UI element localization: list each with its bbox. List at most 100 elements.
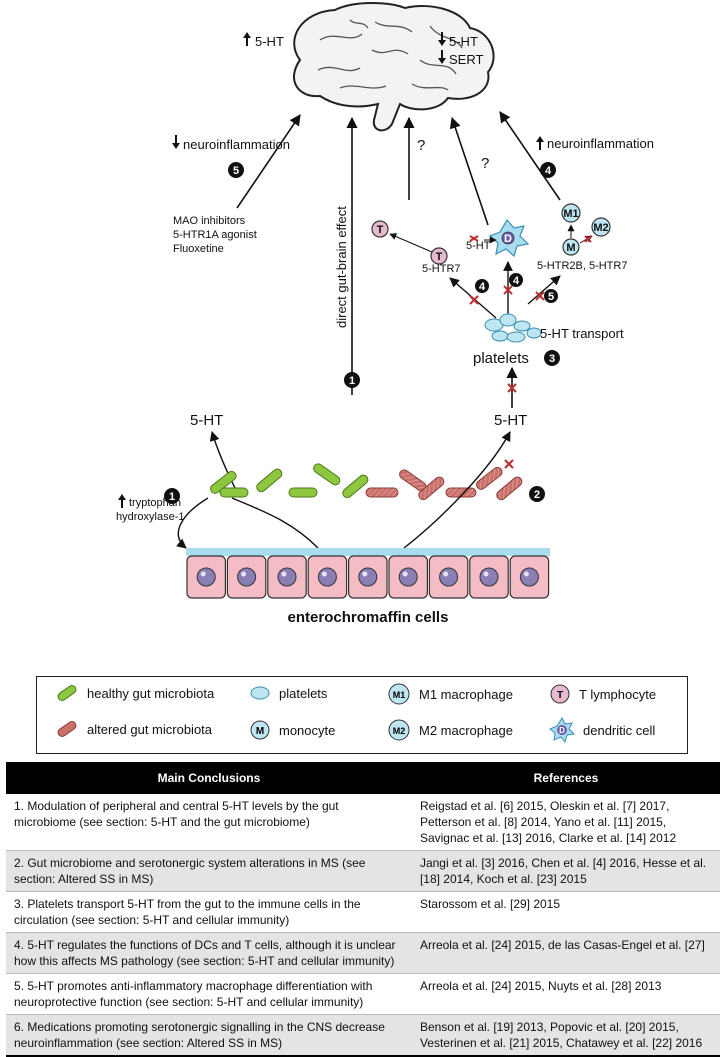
svg-text:M2: M2 bbox=[593, 222, 608, 234]
nucleus-highlight bbox=[362, 571, 368, 577]
svg-text:4: 4 bbox=[513, 275, 520, 287]
direct-effect-label: direct gut-brain effect bbox=[334, 206, 349, 328]
m1-macrophage-icon: M1 bbox=[388, 683, 410, 705]
table-row: 4. 5-HT regulates the functions of DCs a… bbox=[6, 932, 720, 974]
nucleus-highlight bbox=[281, 571, 287, 577]
svg-text:M1: M1 bbox=[393, 690, 406, 700]
reference-cell: Arreola et al. [24] 2015, de las Casas-E… bbox=[411, 932, 720, 974]
badge-four-right: 4 bbox=[540, 162, 556, 178]
header-main-conclusions: Main Conclusions bbox=[6, 762, 412, 794]
nucleus-highlight bbox=[402, 571, 408, 577]
dendritic-cell-icon: D bbox=[488, 218, 530, 258]
table-row: 6. Medications promoting serotonergic si… bbox=[6, 1014, 720, 1057]
conclusion-cell: 3. Platelets transport 5-HT from the gut… bbox=[6, 891, 412, 933]
svg-text:M2: M2 bbox=[393, 726, 406, 736]
medication-arrow bbox=[236, 114, 301, 209]
svg-text:3: 3 bbox=[549, 353, 555, 365]
svg-text:MAO inhibitors: MAO inhibitors bbox=[173, 215, 246, 227]
dc-5ht-label: 5-HT bbox=[466, 240, 491, 252]
conclusion-cell: 1. Modulation of peripheral and central … bbox=[6, 794, 412, 851]
platelet-icon bbox=[250, 686, 270, 700]
reference-cell: Jangi et al. [3] 2016, Chen et al. [4] 2… bbox=[411, 850, 720, 892]
legend-platelets: platelets bbox=[249, 685, 327, 701]
reference-cell: Starossom et al. [29] 2015 bbox=[411, 891, 720, 933]
t-receptor-label: 5-HTR7 bbox=[422, 263, 461, 275]
monocyte-icon: M bbox=[562, 238, 580, 256]
brain-icon bbox=[293, 2, 495, 132]
svg-text:4: 4 bbox=[479, 281, 486, 293]
question-mark-1: ? bbox=[417, 137, 425, 154]
svg-text:5: 5 bbox=[548, 291, 554, 303]
legend-monocyte: M monocyte bbox=[249, 719, 335, 741]
left-5ht-label: 5-HT bbox=[190, 412, 223, 429]
nucleus-highlight bbox=[443, 571, 449, 577]
platelets-cluster bbox=[484, 313, 542, 343]
up-arrow-icon bbox=[243, 32, 251, 46]
svg-text:D: D bbox=[504, 233, 512, 245]
down-arrow-icon bbox=[438, 32, 446, 46]
m2-macrophage-icon: M2 bbox=[591, 217, 611, 237]
reference-cell: Reigstad et al. [6] 2015, Oleskin et al.… bbox=[411, 794, 720, 851]
table-row: 5. 5-HT promotes anti-inflammatory macro… bbox=[6, 973, 720, 1015]
down-arrow-icon bbox=[438, 50, 446, 64]
legend: healthy gut microbiota altered gut micro… bbox=[36, 676, 688, 754]
svg-text:hydroxylase-1: hydroxylase-1 bbox=[116, 511, 184, 523]
enterochromaffin-label: enterochromaffin cells bbox=[288, 609, 449, 626]
reference-cell: Arreola et al. [24] 2015, Nuyts et al. [… bbox=[411, 973, 720, 1015]
brain-decrease-labels: 5-HT SERT bbox=[438, 32, 483, 67]
nucleus-highlight bbox=[321, 571, 327, 577]
brain-left-label: 5-HT bbox=[255, 34, 284, 49]
nucleus-highlight bbox=[200, 571, 206, 577]
badge-four-t: 4 bbox=[475, 279, 489, 293]
svg-text:5-HT: 5-HT bbox=[449, 34, 478, 49]
svg-text:Fluoxetine: Fluoxetine bbox=[173, 243, 224, 255]
cell-nucleus bbox=[398, 567, 418, 587]
reference-cell: Benson et al. [19] 2013, Popovic et al. … bbox=[411, 1014, 720, 1057]
monocyte-icon: M bbox=[250, 720, 270, 740]
gut-brain-diagram: 5-HT 5-HT SERT neuroinflammation neuroin… bbox=[116, 2, 654, 626]
svg-text:5-HTR1A agonist: 5-HTR1A agonist bbox=[173, 229, 257, 241]
m-receptor-label: 5-HTR2B, 5-HTR7 bbox=[537, 260, 627, 272]
svg-text:T: T bbox=[436, 251, 443, 263]
t-lymphocyte-icon: T bbox=[371, 220, 389, 238]
legend-dendritic: D dendritic cell bbox=[549, 717, 655, 743]
table-row: 1. Modulation of peripheral and central … bbox=[6, 794, 720, 851]
up-arrow-icon bbox=[118, 494, 126, 508]
svg-text:5: 5 bbox=[233, 165, 239, 177]
table-header-row: Main Conclusions References bbox=[6, 762, 720, 794]
up-arrow-icon bbox=[536, 136, 544, 150]
badge-three: 3 bbox=[544, 350, 560, 366]
cell-nucleus bbox=[237, 567, 257, 587]
cell-nucleus bbox=[519, 567, 539, 587]
cell-nucleus bbox=[479, 567, 499, 587]
m2-macrophage-icon: M2 bbox=[388, 719, 410, 741]
svg-text:M: M bbox=[566, 242, 575, 254]
cell-nucleus bbox=[439, 567, 459, 587]
nucleus-highlight bbox=[241, 571, 247, 577]
svg-text:4: 4 bbox=[545, 165, 552, 177]
svg-text:neuroinflammation: neuroinflammation bbox=[547, 136, 654, 151]
altered-microbiota-icon bbox=[57, 721, 77, 737]
enterochromaffin-cells bbox=[186, 548, 550, 599]
dendritic-cell-icon: D bbox=[549, 717, 575, 743]
conclusions-table: Main Conclusions References 1. Modulatio… bbox=[6, 762, 720, 1057]
badge-one-mid: 1 bbox=[344, 372, 360, 388]
legend-altered: altered gut microbiota bbox=[55, 721, 212, 737]
svg-text:T: T bbox=[377, 224, 384, 236]
badge-five-m: 5 bbox=[544, 289, 558, 303]
healthy-microbiota-icon bbox=[57, 685, 77, 701]
legend-healthy: healthy gut microbiota bbox=[55, 685, 214, 701]
legend-m2: M2 M2 macrophage bbox=[387, 719, 513, 741]
medication-list: MAO inhibitors 5-HTR1A agonist Fluoxetin… bbox=[173, 215, 257, 255]
dc-arrow bbox=[449, 116, 489, 226]
table-row: 2. Gut microbiome and serotonergic syste… bbox=[6, 850, 720, 892]
svg-text:M1: M1 bbox=[563, 208, 578, 220]
legend-t-lymphocyte: T T lymphocyte bbox=[549, 683, 656, 705]
cell-nucleus bbox=[317, 567, 337, 587]
conclusion-cell: 4. 5-HT regulates the functions of DCs a… bbox=[6, 932, 412, 974]
header-references: References bbox=[411, 762, 720, 794]
svg-text:M: M bbox=[256, 726, 264, 737]
transport-label: 5-HT transport bbox=[540, 326, 624, 341]
svg-text:D: D bbox=[559, 726, 565, 735]
healthy-microbiota bbox=[210, 463, 369, 499]
